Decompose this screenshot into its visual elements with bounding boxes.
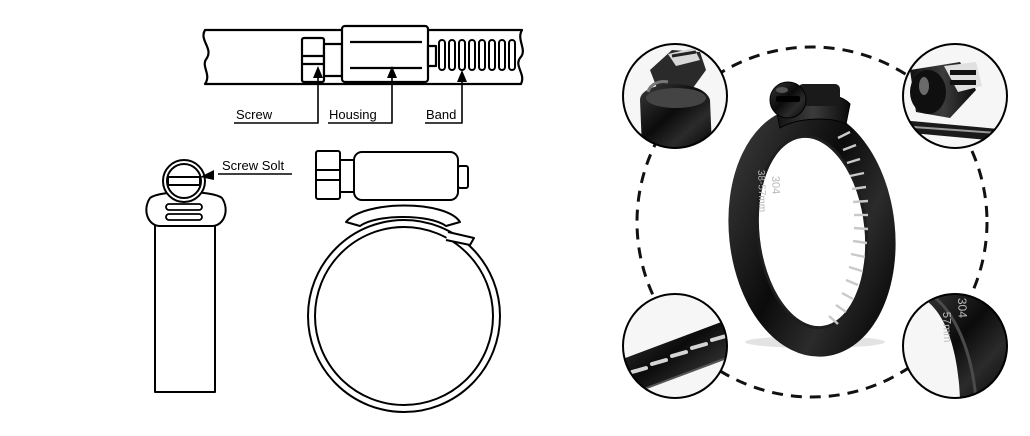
- housing-side: [340, 24, 438, 84]
- detail-band-perforations: [622, 293, 728, 399]
- housing-slots: [165, 203, 203, 221]
- label-housing: Housing: [329, 107, 377, 122]
- housing-leader: [328, 76, 393, 124]
- label-screw-slot: Screw Solt: [222, 158, 285, 173]
- band-marking-range: 38-57mm: [755, 170, 767, 213]
- band-marking-size: 304: [769, 176, 782, 195]
- ring-screw: [315, 150, 469, 201]
- clamp-front-diagram: [145, 159, 227, 393]
- detail-marking-size: 304: [955, 298, 970, 319]
- clamp-side-diagram: [202, 24, 524, 124]
- housing-base: [345, 204, 461, 227]
- screw-head-side: [300, 36, 344, 84]
- detail-marking-range: 57mm: [940, 312, 953, 343]
- ring-inner: [314, 226, 494, 406]
- strap-body: [154, 211, 216, 393]
- screw-slot: [167, 176, 201, 186]
- arrow-heads: [313, 66, 467, 82]
- ring-outer: [307, 219, 501, 413]
- dashed-orbit: [635, 45, 989, 399]
- screw-leader: [234, 76, 319, 124]
- detail-screw-side: [902, 43, 1008, 149]
- detail-screw-closeup: [622, 43, 728, 149]
- detail-engraving: 304 57mm: [902, 293, 1008, 399]
- band-leader: [425, 80, 463, 124]
- clamp-ring-diagram: [307, 150, 501, 413]
- screw-slot-arrow: [200, 170, 214, 180]
- band-perforations: [438, 39, 516, 71]
- label-band: Band: [426, 107, 456, 122]
- band-perforation-strip: [828, 130, 869, 325]
- label-screw: Screw: [236, 107, 273, 122]
- main-clamp-photo: 304 38-57mm: [728, 81, 896, 357]
- band-tail: [445, 231, 475, 246]
